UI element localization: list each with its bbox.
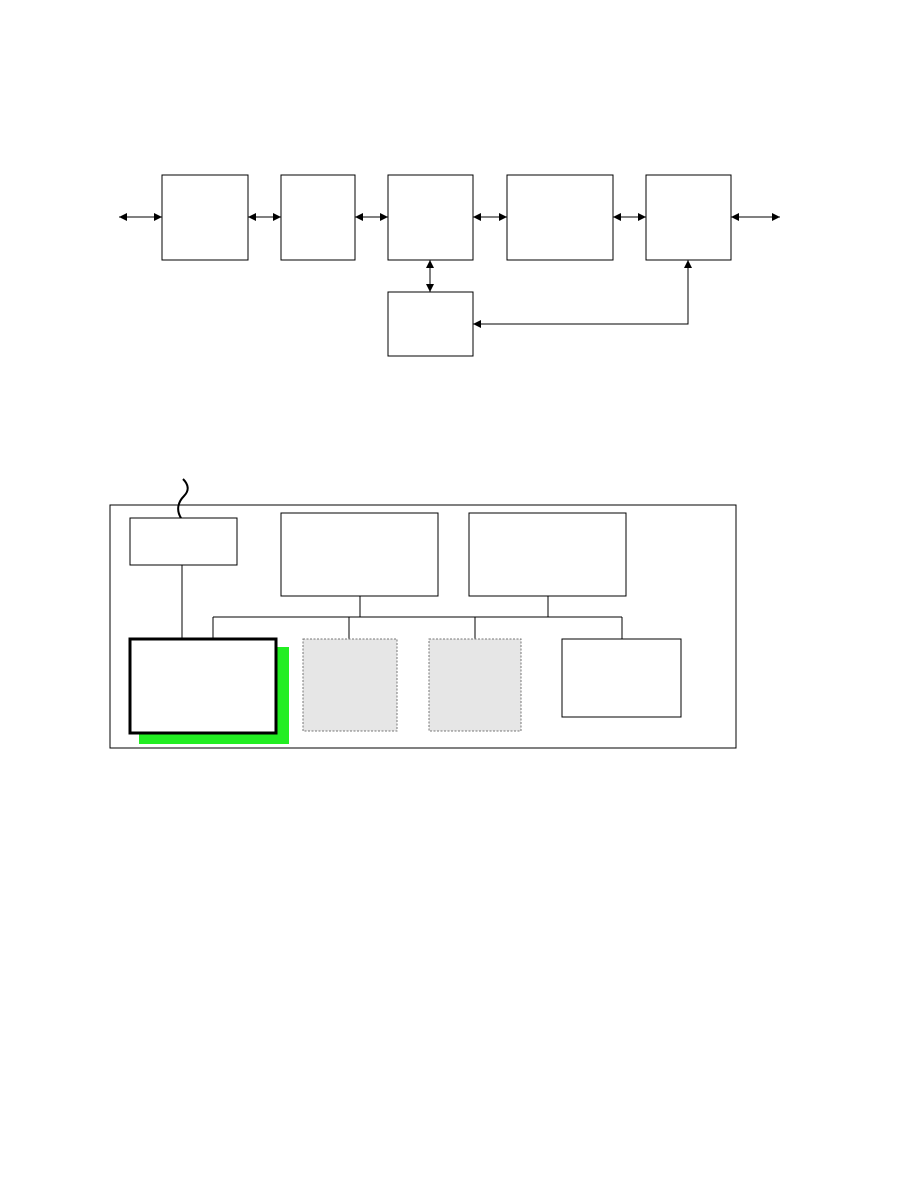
radio-block — [129, 517, 238, 566]
block-1 — [161, 174, 249, 261]
antenna-icon — [177, 478, 189, 519]
connector-6-5-feedback — [473, 260, 692, 328]
device-enclosure — [109, 504, 737, 749]
highlighted-block — [128, 637, 278, 735]
block-5 — [645, 174, 732, 261]
figure-2-device-diagram — [109, 478, 737, 749]
block-6-lower — [387, 291, 474, 357]
placeholder-block-2 — [428, 638, 522, 732]
block-3 — [387, 174, 474, 261]
placeholder-block-1 — [302, 638, 398, 732]
upper-block-middle — [280, 512, 439, 597]
lower-block-right — [561, 638, 682, 718]
block-4 — [506, 174, 614, 261]
figure-1-signal-chain — [119, 174, 780, 357]
upper-block-right — [468, 512, 627, 597]
block-2 — [280, 174, 356, 261]
